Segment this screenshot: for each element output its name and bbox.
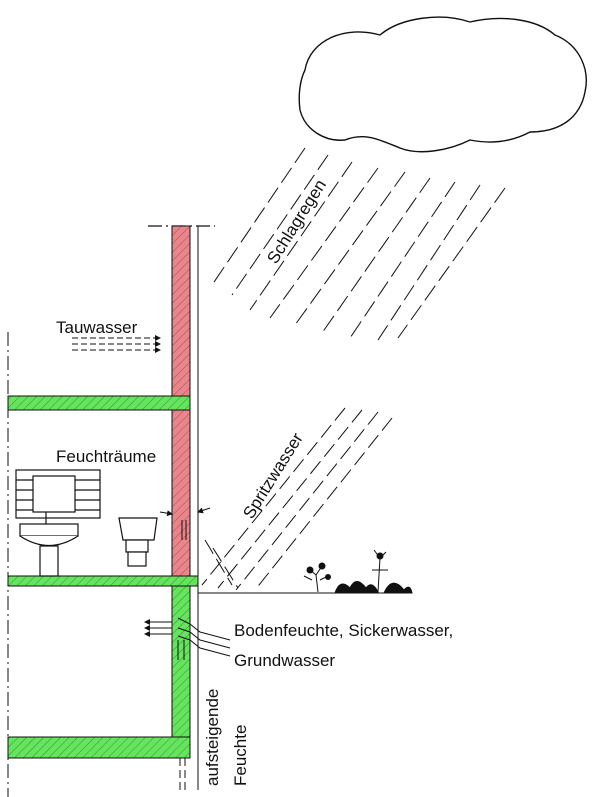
basement-wall xyxy=(171,585,191,759)
ground-moisture-arrows xyxy=(144,617,231,660)
feuchtraeume-label: Feuchträume xyxy=(56,447,156,466)
condensation-arrows xyxy=(72,335,161,353)
bodenfeuchte-label-line2: Grundwasser xyxy=(234,651,335,670)
wall-vapour-arrows xyxy=(159,507,211,540)
toilet xyxy=(118,517,158,567)
aufsteigende-feuchte-label-line1: aufsteigende xyxy=(203,689,222,786)
upper-floor-slab xyxy=(7,395,191,411)
basement-floor-slab xyxy=(7,736,191,759)
cloud xyxy=(298,16,587,153)
washbasin xyxy=(15,469,101,577)
spritzwasser-label: Spritzwasser xyxy=(239,429,307,522)
ground-floor-slab xyxy=(7,575,199,587)
plants xyxy=(303,549,413,594)
tauwasser-label: Tauwasser xyxy=(56,318,138,337)
aufsteigende-feuchte-label-line2: Feuchte xyxy=(231,725,250,786)
driving-rain-lines xyxy=(211,147,506,341)
bodenfeuchte-label-line1: Bodenfeuchte, Sickerwasser, xyxy=(234,621,453,640)
splash-water-lines xyxy=(201,407,393,591)
schlagregen-label: Schlagregen xyxy=(263,176,330,267)
basement-moisture-lines xyxy=(179,758,186,790)
